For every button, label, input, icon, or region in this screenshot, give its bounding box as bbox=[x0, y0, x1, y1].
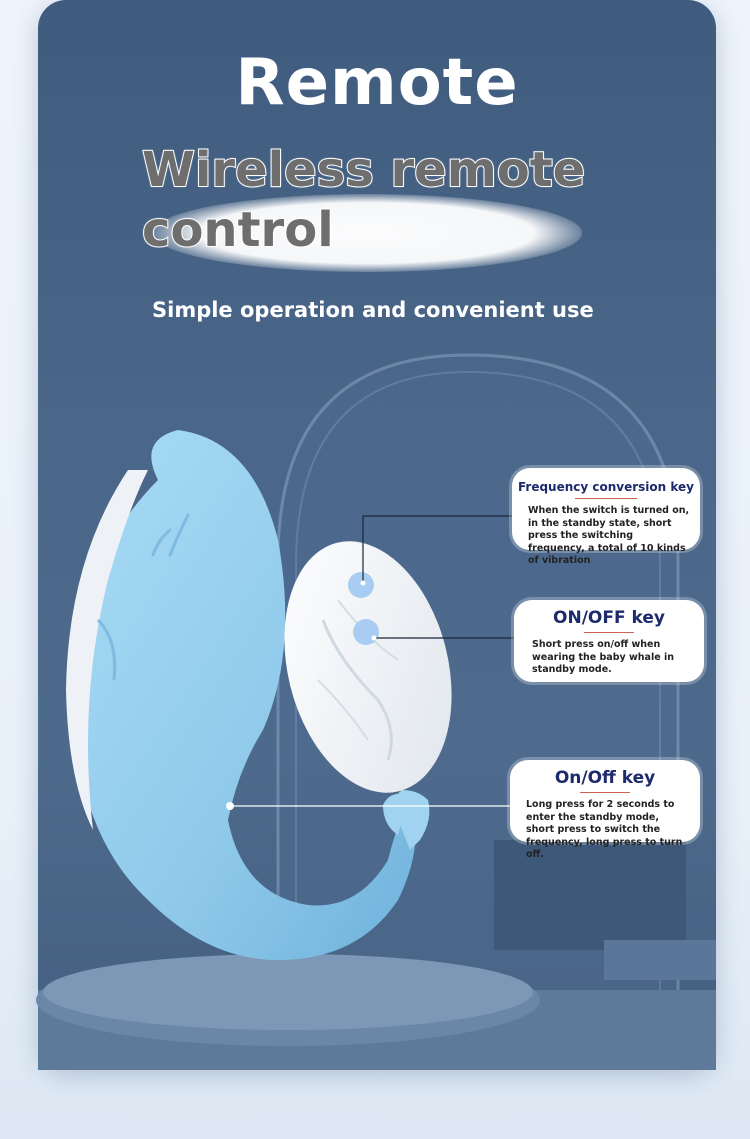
subtitle-block: Wireless remote control bbox=[141, 140, 602, 272]
whale-product-icon bbox=[66, 430, 430, 960]
subtitle-line-2: control bbox=[141, 201, 335, 259]
pedestal-block-top bbox=[604, 940, 716, 980]
callout-text: When the switch is turned on, in the sta… bbox=[528, 505, 690, 566]
page-title: Remote bbox=[235, 46, 519, 120]
callout-divider bbox=[584, 632, 634, 633]
platform-disc-top bbox=[43, 954, 533, 1030]
callout-title: Frequency conversion key bbox=[517, 480, 695, 494]
callout-text: Short press on/off when wearing the baby… bbox=[532, 639, 674, 675]
callout-onoff-key: ON/OFF key Short press on/off when weari… bbox=[514, 600, 704, 682]
power-button[interactable] bbox=[353, 619, 379, 645]
pedestal-block bbox=[494, 840, 686, 950]
frequency-button[interactable] bbox=[348, 572, 374, 598]
callout-divider bbox=[575, 498, 637, 499]
callout-divider bbox=[580, 792, 630, 793]
callout-text: Long press for 2 seconds to enter the st… bbox=[526, 799, 683, 860]
remote-control-icon bbox=[284, 541, 452, 793]
product-card: Remote Wireless remote control Simple op… bbox=[36, 0, 716, 1070]
whale-button[interactable] bbox=[226, 802, 234, 810]
callout-title: ON/OFF key bbox=[553, 608, 665, 628]
tagline: Simple operation and convenient use bbox=[152, 298, 594, 322]
subtitle-highlight bbox=[152, 194, 582, 272]
callout-whale-onoff-key: On/Off key Long press for 2 seconds to e… bbox=[510, 760, 700, 860]
callout-frequency-key: Frequency conversion key When the switch… bbox=[512, 468, 700, 566]
callout-title: On/Off key bbox=[554, 768, 656, 788]
leader-line-frequency bbox=[362, 515, 512, 583]
subtitle: Wireless remote control bbox=[141, 140, 602, 260]
subtitle-line-1: Wireless remote bbox=[141, 141, 586, 199]
